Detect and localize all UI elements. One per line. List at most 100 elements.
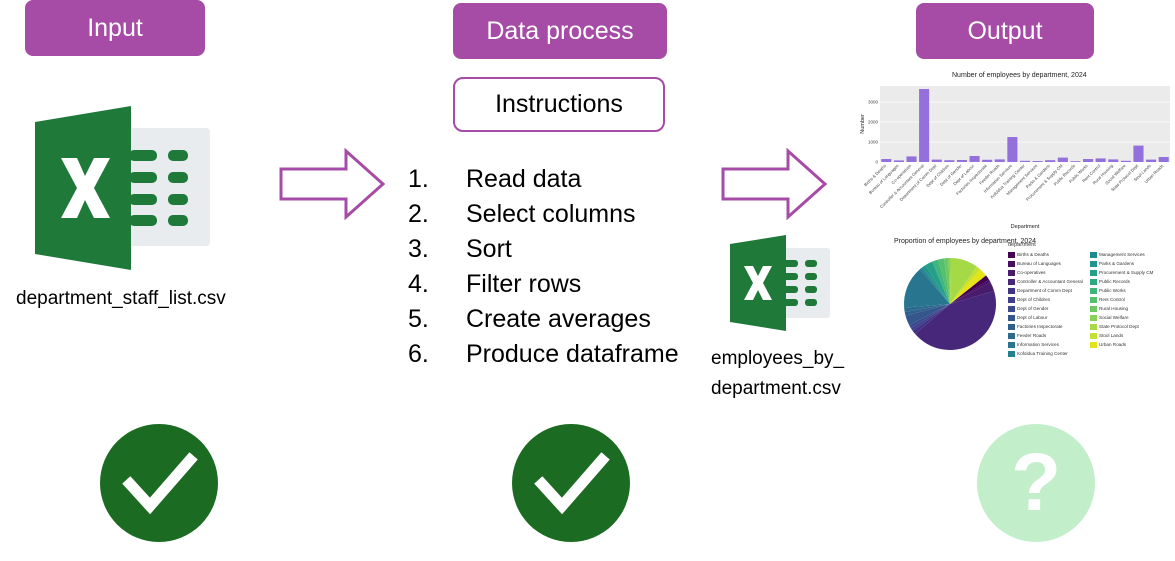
- bar: [1108, 159, 1119, 162]
- legend-item: Co-operatives: [1008, 270, 1046, 276]
- excel-file-icon: [730, 235, 830, 331]
- step-item: 4.Filter rows: [408, 270, 582, 298]
- legend-item: Procurement & Supply CM: [1090, 270, 1153, 276]
- bar: [1019, 160, 1031, 162]
- y-tick-label: 3000: [868, 100, 879, 105]
- pie-slice: [933, 259, 950, 304]
- pie-slice: [950, 269, 987, 304]
- legend-swatch: [1090, 306, 1097, 312]
- bar: [1045, 160, 1056, 162]
- instructions-box: Instructions: [453, 77, 665, 132]
- y-axis-label: Number: [860, 114, 866, 134]
- legend-swatch: [1090, 261, 1097, 267]
- pie-slice: [909, 304, 950, 329]
- input-filename: department_staff_list.csv: [16, 288, 226, 309]
- excel-file-icon: [35, 106, 210, 270]
- pie-slice: [950, 279, 991, 304]
- bar: [1146, 159, 1157, 162]
- bar: [1032, 161, 1043, 162]
- legend-swatch: [1090, 288, 1097, 294]
- checkmark-icon: [534, 452, 610, 515]
- bar: [969, 156, 980, 162]
- legend-item: Rural Housing: [1090, 306, 1128, 312]
- output-stage-label: Output: [916, 3, 1094, 59]
- pie-slice: [912, 304, 950, 335]
- legend-item: Dept of Gender: [1008, 306, 1048, 312]
- step-item: 2.Select columns: [408, 200, 636, 228]
- right-arrow-icon: [721, 148, 828, 220]
- pie-slice: [950, 266, 981, 304]
- input-stage-label: Input: [25, 0, 205, 56]
- bar: [1095, 158, 1106, 162]
- bar: [1057, 157, 1068, 162]
- pie-chart-title: Proportion of employees by department, 2…: [894, 238, 1037, 245]
- legend-swatch: [1008, 270, 1015, 276]
- legend-item: Public Records: [1090, 279, 1130, 285]
- legend-item: Urban Roads: [1090, 342, 1126, 348]
- instruction-steps: 1.Read data 2.Select columns 3.Sort 4.Fi…: [408, 162, 686, 372]
- pie-slice: [931, 261, 950, 304]
- legend-item: Dept of Labour: [1008, 315, 1047, 321]
- pie-chart: [904, 258, 996, 350]
- legend-swatch: [1090, 324, 1097, 330]
- bar: [881, 159, 892, 162]
- input-complete-check: [100, 424, 218, 542]
- legend-swatch: [1090, 270, 1097, 276]
- pie-slice: [904, 269, 950, 308]
- pie-slice: [938, 258, 950, 304]
- legend-swatch: [1090, 297, 1097, 303]
- pie-slice: [944, 258, 950, 304]
- step-item: 1.Read data: [408, 165, 582, 193]
- legend-swatch: [1008, 333, 1015, 339]
- legend-swatch: [1008, 342, 1015, 348]
- y-tick-label: 0: [875, 160, 878, 165]
- legend-swatch: [1090, 333, 1097, 339]
- pie-slice: [925, 261, 950, 304]
- bar: [1158, 157, 1169, 162]
- bar: [994, 159, 1005, 162]
- pie-slice: [950, 275, 989, 304]
- legend-swatch: [1090, 315, 1097, 321]
- pie-slice: [910, 304, 950, 331]
- legend-item: Rent Control: [1090, 297, 1125, 303]
- legend-title: department: [1008, 242, 1036, 248]
- bar: [919, 89, 930, 162]
- legend-swatch: [1008, 261, 1015, 267]
- legend-item: Public Works: [1090, 288, 1126, 294]
- bar: [956, 160, 967, 162]
- bar: [1120, 160, 1131, 162]
- legend-item: Stool Lands: [1090, 333, 1123, 339]
- pie-slice: [919, 268, 950, 304]
- checkmark-icon: [122, 452, 198, 515]
- bar: [893, 160, 904, 162]
- bar: [906, 156, 917, 162]
- legend-swatch: [1008, 297, 1015, 303]
- output-pending-question: ?: [977, 424, 1095, 542]
- step-item: 3.Sort: [408, 235, 512, 263]
- bar-chart-title: Number of employees by department, 2024: [952, 72, 1087, 79]
- bar: [931, 159, 942, 162]
- pie-slice: [950, 258, 977, 304]
- legend-item: Births & Deaths: [1008, 252, 1049, 258]
- legend-swatch: [1008, 252, 1015, 258]
- legend-item: Controller & Accountant General: [1008, 279, 1083, 285]
- pie-slice: [948, 258, 951, 304]
- pie-slice: [921, 266, 950, 304]
- legend-item: Bureau of Languages: [1008, 261, 1061, 267]
- legend-swatch: [1090, 279, 1097, 285]
- y-tick-label: 1000: [868, 140, 879, 145]
- pie-slice: [905, 304, 950, 326]
- legend-swatch: [1008, 351, 1015, 357]
- legend-swatch: [1008, 324, 1015, 330]
- legend-item: Department of Comm Dept: [1008, 288, 1072, 294]
- data-process-stage-label: Data process: [453, 3, 667, 59]
- pie-slice: [915, 290, 996, 350]
- legend-item: Social Welfare: [1090, 315, 1129, 321]
- legend-swatch: [1008, 315, 1015, 321]
- legend-swatch: [1008, 306, 1015, 312]
- legend-item: Management Services: [1090, 252, 1145, 258]
- right-arrow-icon: [279, 148, 386, 220]
- legend-item: Information Services: [1008, 342, 1059, 348]
